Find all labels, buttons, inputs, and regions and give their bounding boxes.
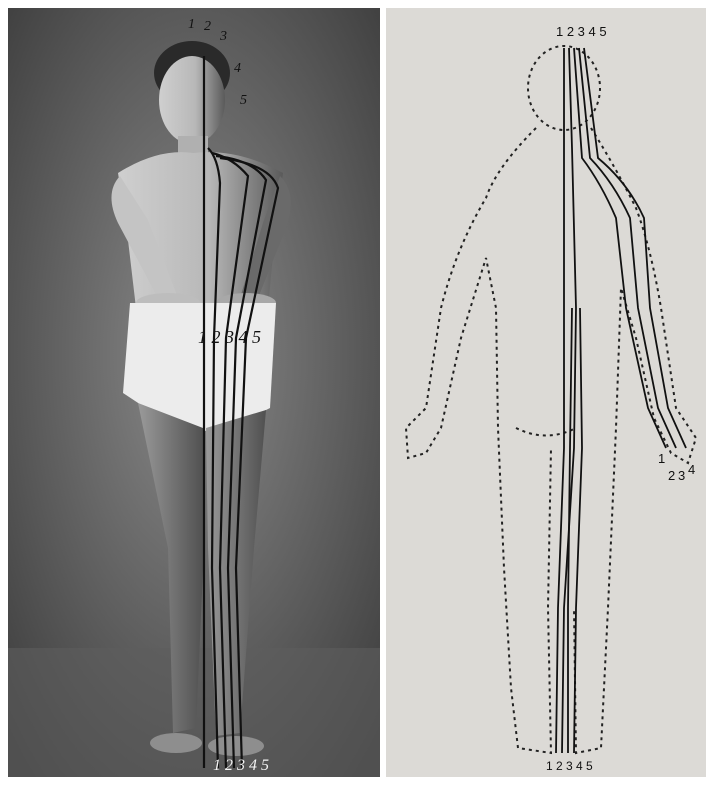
outline-drawing-panel: 1 2 3 4 5 1 2 3 4 1 2 3 4 5 (386, 8, 706, 777)
photo-foot-numbers: 1 2 3 4 5 (213, 757, 269, 774)
photograph-panel: 1 2 3 4 5 1 2 3 4 5 1 2 3 4 5 (8, 8, 380, 777)
drawing-hand-number: 4 (688, 462, 695, 477)
drawing-foot-numbers: 1 2 3 4 5 (546, 759, 593, 773)
drawing-hand-number: 2 (668, 468, 675, 483)
drawing-hand-number: 3 (678, 468, 685, 483)
photo-head-number: 2 (204, 19, 211, 34)
photo-head-number: 5 (240, 93, 247, 108)
photograph-image: 1 2 3 4 5 1 2 3 4 5 1 2 3 4 5 (8, 8, 380, 777)
photo-head-number: 1 (188, 17, 195, 32)
photo-head-number: 3 (219, 29, 227, 44)
drawing-head-numbers: 1 2 3 4 5 (556, 24, 607, 39)
photo-cloth-numbers: 1 2 3 4 5 (198, 327, 261, 347)
left-foot (150, 733, 202, 753)
drawing-hand-number: 1 (658, 451, 665, 466)
outline-drawing: 1 2 3 4 5 1 2 3 4 1 2 3 4 5 (386, 8, 706, 777)
photo-head-number: 4 (234, 61, 241, 76)
